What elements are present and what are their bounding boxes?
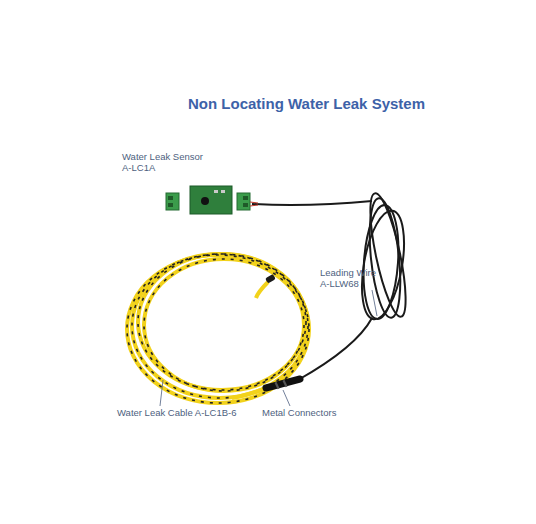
wire-loop — [360, 204, 402, 320]
diagram-title: Non Locating Water Leak System — [188, 95, 425, 112]
terminal-block — [166, 193, 179, 210]
part-label: Metal Connectors — [262, 407, 336, 418]
cable-stripe — [132, 254, 308, 398]
terminal-screw — [243, 196, 248, 200]
cable-stripe — [144, 259, 304, 391]
terminal-screw — [168, 196, 173, 200]
cable-loop — [144, 259, 304, 391]
sensor-board — [166, 186, 258, 214]
leader-lines — [160, 290, 377, 406]
leader-line — [372, 290, 377, 316]
cable-stripe — [138, 254, 306, 390]
connector — [266, 379, 300, 388]
sensor-led — [201, 197, 209, 205]
leader-line — [160, 380, 163, 406]
pcb-part — [221, 190, 225, 193]
connector-ridge — [276, 383, 286, 386]
wire-loop — [355, 208, 412, 323]
wire-run — [252, 201, 372, 205]
part-label: Water Leak Cable A-LC1B-6 — [117, 407, 237, 418]
leading-wire — [252, 191, 413, 380]
end-cap — [265, 274, 276, 284]
part-label: Leading Wire A-LLW68 — [320, 267, 380, 289]
cable-end — [256, 282, 268, 298]
terminal-block — [237, 193, 250, 210]
terminal-screw — [168, 203, 173, 207]
leak-cable — [127, 254, 309, 403]
terminal-screw — [243, 203, 248, 207]
part-label: Water Leak Sensor A-LC1A — [122, 151, 204, 173]
pcb — [190, 186, 232, 214]
cable-loop — [127, 255, 309, 403]
pcb-part — [214, 190, 218, 193]
leader-line — [283, 390, 290, 406]
cable-stripe — [127, 255, 309, 403]
wire-loop — [363, 191, 413, 319]
wire-lead — [250, 202, 258, 206]
